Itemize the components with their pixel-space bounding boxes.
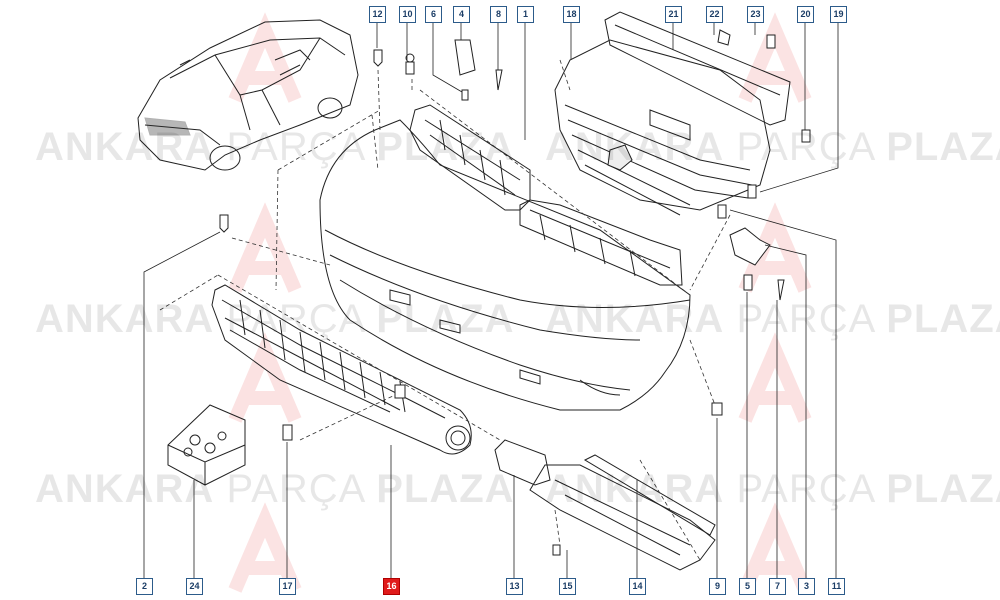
watermark-text: ANKARA PARÇA PLAZA — [35, 467, 515, 511]
part-callout-17[interactable]: 17 — [279, 578, 296, 595]
lower-grille — [211, 284, 472, 455]
leader-lines — [143, 22, 839, 578]
lower-spoiler — [494, 439, 716, 571]
part-callout-2[interactable]: 2 — [136, 578, 153, 595]
assembly-guides — [159, 59, 731, 561]
part-callout-9[interactable]: 9 — [709, 578, 726, 595]
watermark-text: ANKARA PARÇA PLAZA — [545, 467, 1000, 511]
part-callout-6[interactable]: 6 — [425, 6, 442, 23]
part-callout-4[interactable]: 4 — [453, 6, 470, 23]
part-callout-7[interactable]: 7 — [769, 578, 786, 595]
part-callout-13[interactable]: 13 — [506, 578, 523, 595]
part-callout-24[interactable]: 24 — [186, 578, 203, 595]
part-callout-18[interactable]: 18 — [563, 6, 580, 23]
part-callout-20[interactable]: 20 — [797, 6, 814, 23]
part-callout-11[interactable]: 11 — [828, 578, 845, 595]
part-callout-10[interactable]: 10 — [399, 6, 416, 23]
fasteners — [219, 29, 811, 556]
part-callout-8[interactable]: 8 — [490, 6, 507, 23]
part-callout-21[interactable]: 21 — [665, 6, 682, 23]
energy-absorber — [409, 104, 683, 286]
watermark-text: ANKARA PARÇA PLAZA — [35, 125, 515, 169]
part-callout-22[interactable]: 22 — [706, 6, 723, 23]
watermark-text: ANKARA PARÇA PLAZA — [35, 297, 515, 341]
car-illustration — [137, 19, 359, 171]
part-callout-15[interactable]: 15 — [559, 578, 576, 595]
part-callout-5[interactable]: 5 — [739, 578, 756, 595]
part-callout-23[interactable]: 23 — [747, 6, 764, 23]
part-callout-19[interactable]: 19 — [830, 6, 847, 23]
part-callout-3[interactable]: 3 — [798, 578, 815, 595]
part-callout-1[interactable]: 1 — [517, 6, 534, 23]
watermark-text: ANKARA PARÇA PLAZA — [545, 125, 1000, 169]
part-callout-16[interactable]: 16 — [383, 578, 400, 595]
watermark-text: ANKARA PARÇA PLAZA — [545, 297, 1000, 341]
front-bumper — [319, 119, 691, 411]
part-callout-14[interactable]: 14 — [629, 578, 646, 595]
watermark-logo — [228, 12, 812, 593]
part-callout-12[interactable]: 12 — [369, 6, 386, 23]
radiator-grille — [554, 11, 791, 216]
clip-kit-box — [167, 404, 246, 486]
